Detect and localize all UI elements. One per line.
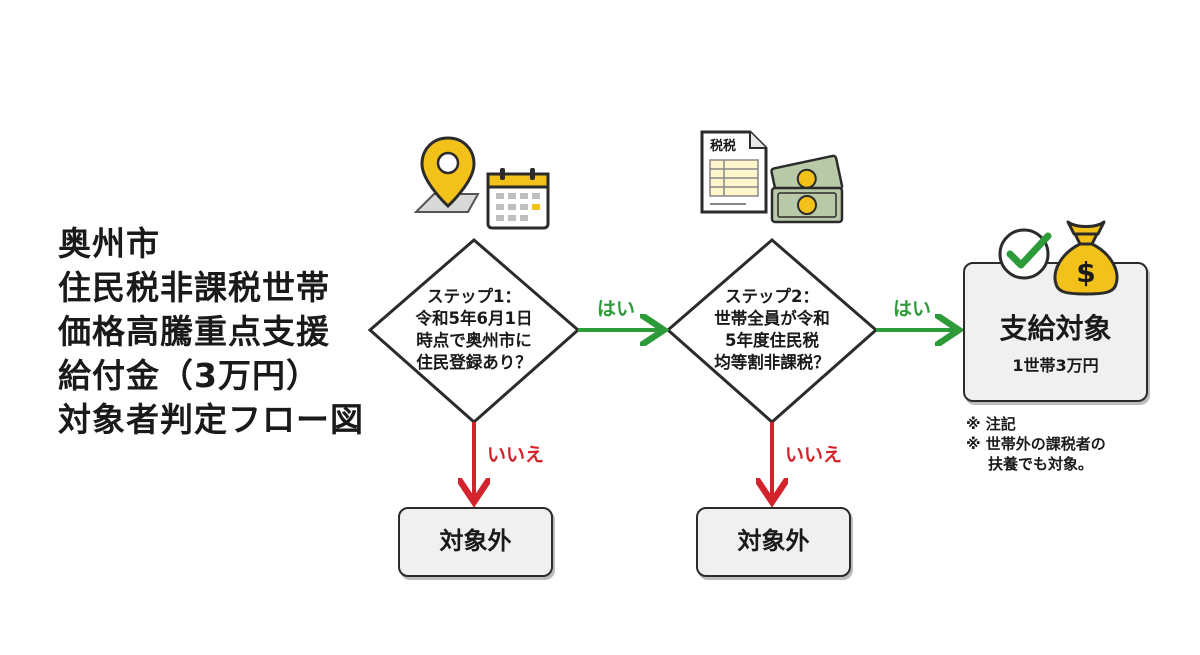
note: ※ 注記 ※ 世帯外の課税者の 扶養でも対象。 xyxy=(966,414,1106,474)
note-line: ※ 世帯外の課税者の xyxy=(966,435,1106,453)
step1-line: ステップ1： xyxy=(427,287,521,306)
note-heading: ※ 注記 xyxy=(966,415,1016,433)
excluded-box-2: 対象外 xyxy=(696,507,851,577)
title-line: 住民税非課税世帯 xyxy=(58,268,330,307)
tax-document-icon: 税税 xyxy=(700,130,768,214)
no-label-1: いいえ xyxy=(487,444,545,466)
money-bag-icon: $ xyxy=(1053,220,1119,296)
eligible-title: 支給対象 xyxy=(999,312,1112,345)
map-pin-icon xyxy=(413,136,480,213)
money-bills-icon xyxy=(770,154,844,224)
title-line: 対象者判定フロー図 xyxy=(58,400,364,439)
eligible-amount: 1世帯3万円 xyxy=(1012,356,1099,375)
yes-label-2: はい xyxy=(893,298,932,320)
calendar-icon xyxy=(486,168,550,230)
title-line: 奥州市 xyxy=(58,224,160,263)
title-line: 価格高騰重点支援 xyxy=(58,312,330,351)
tax-doc-label: 税税 xyxy=(710,138,736,154)
step2-line: ステップ2： xyxy=(725,287,819,306)
title-line: 給付金（3万円） xyxy=(58,356,320,395)
yes-label-1: はい xyxy=(597,298,636,320)
step2-line: 均等割非課税？ xyxy=(714,353,830,372)
no-label-2: いいえ xyxy=(785,444,843,466)
step2-line: 世帯全員が令和 xyxy=(714,309,830,328)
step2-line: 5年度住民税 xyxy=(725,331,819,350)
step1-line: 時点で奥州市に xyxy=(416,331,532,350)
dollar-sign: $ xyxy=(1076,256,1095,289)
excluded-box-1: 対象外 xyxy=(398,507,553,577)
step1-question: ステップ1： 令和5年6月1日 時点で奥州市に 住民登録あり？ xyxy=(394,286,554,374)
note-line: 扶養でも対象。 xyxy=(988,455,1094,473)
step1-line: 住民登録あり？ xyxy=(416,353,532,372)
page-title: 奥州市 住民税非課税世帯 価格高騰重点支援 給付金（3万円） 対象者判定フロー図 xyxy=(58,222,364,442)
step1-line: 令和5年6月1日 xyxy=(415,309,533,328)
checkmark-icon xyxy=(998,228,1052,280)
step2-question: ステップ2： 世帯全員が令和 5年度住民税 均等割非課税？ xyxy=(692,286,852,374)
